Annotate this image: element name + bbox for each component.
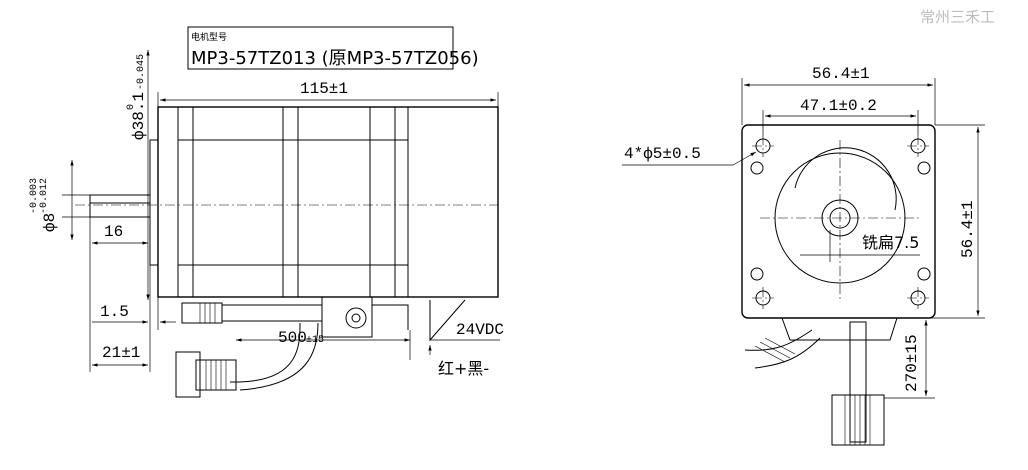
shaft-length-dim: 16 [104, 223, 123, 241]
holes-label: 4*ф5±0.5 [624, 145, 701, 163]
cable-len-dim: 500 [278, 329, 307, 347]
length-dim: 115±1 [300, 80, 348, 98]
shaft-ext-dim: 21±1 [102, 344, 140, 362]
shaft-dia-label: ф8 [41, 213, 59, 232]
shaft-tol-lower: -0.012 [39, 178, 50, 214]
model-box: 电机型号 MP3-57TZ013 (原MP3-57TZ056) [187, 26, 479, 70]
front-cable-len-dim: 270±15 [903, 334, 921, 392]
outer-height-dim: 56.4±1 [959, 200, 977, 258]
shaft-tol-upper: -0.003 [29, 178, 40, 214]
watermark: 常州三禾工 [920, 8, 995, 26]
flat-label: 铣扁7.5 [862, 233, 919, 252]
flange-tol-upper: 0 [126, 104, 137, 110]
hole-spacing-dim: 47.1±0.2 [800, 97, 877, 115]
outer-width-dim: 56.4±1 [812, 65, 870, 83]
front-view: 铣扁7.5 56.4±1 47.1±0.2 4*ф5±0.5 56.4±1 [622, 65, 985, 446]
cable-len-tol: ±15 [306, 335, 324, 346]
model-number: MP3-57TZ013 (原MP3-57TZ056) [191, 48, 479, 69]
model-caption: 电机型号 [191, 31, 227, 43]
flange-tol-lower: -0.045 [136, 54, 147, 90]
voltage-label: 24VDC [456, 321, 504, 339]
polarity-label: 红+黑- [438, 359, 489, 378]
flange-thk-dim: 1.5 [100, 303, 129, 321]
side-view: 115±1 ф38.1 0 -0.045 ф8 -0.003 -0.012 16 [29, 50, 504, 398]
flange-dia-label: ф38.1 [130, 92, 148, 140]
